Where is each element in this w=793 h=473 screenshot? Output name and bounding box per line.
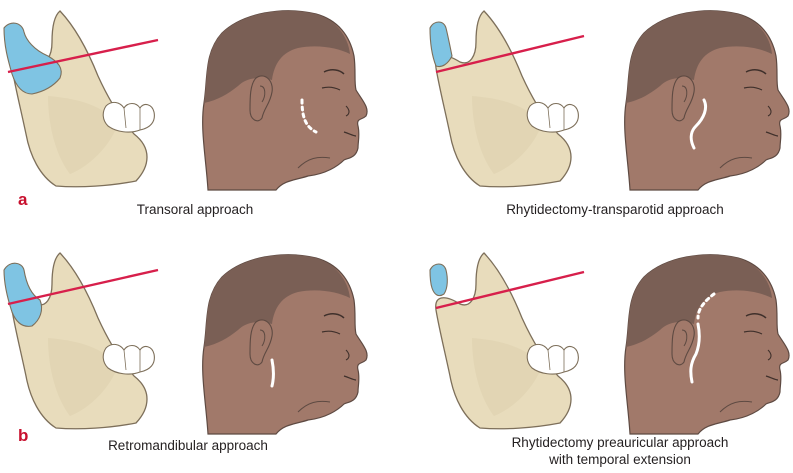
incision-dotted [300, 98, 318, 134]
panel-preauricular-head [620, 252, 793, 438]
condylar-fragment [3, 22, 62, 95]
incision-solid [689, 98, 708, 150]
panel-preauricular-mandible [424, 248, 589, 436]
head-illustration [623, 10, 790, 191]
panel-transoral-head [198, 8, 373, 194]
panel-transparotid-head [620, 8, 793, 194]
head-illustration [201, 10, 368, 191]
mandible-illustration [429, 10, 585, 188]
head-illustration [201, 254, 368, 435]
incision-solid [270, 358, 275, 388]
caption-transparotid: Rhytidectomy-transparotid approach [506, 202, 724, 217]
osteotomy-line [7, 268, 159, 306]
mandible-illustration [3, 10, 159, 188]
caption-preauricular-line1: Rhytidectomy preauricular approach [511, 435, 729, 450]
caption-retromandibular: Retromandibular approach [108, 438, 268, 453]
caption-preauricular-line2: with temporal extension [549, 452, 691, 467]
incision-temporal-dotted [696, 292, 716, 320]
condylar-fragment [3, 262, 43, 327]
mandible-illustration [429, 252, 585, 430]
incision-solid [689, 322, 701, 384]
mandible-illustration [3, 252, 159, 430]
panel-retromandibular-mandible [0, 248, 165, 436]
osteotomy-line [435, 270, 585, 310]
panel-transoral-mandible [0, 6, 165, 194]
condylar-fragment [429, 21, 453, 68]
caption-preauricular: Rhytidectomy preauricular approach with … [480, 434, 760, 468]
osteotomy-line [435, 34, 585, 74]
panel-letter-a: a [18, 190, 28, 209]
panel-retromandibular-head [198, 252, 373, 438]
caption-transoral: Transoral approach [136, 202, 254, 217]
condylar-fragment [429, 263, 448, 297]
panel-transparotid-mandible [424, 6, 589, 194]
panel-letter-b: b [18, 426, 29, 445]
osteotomy-line [7, 38, 159, 74]
head-illustration [623, 254, 790, 435]
